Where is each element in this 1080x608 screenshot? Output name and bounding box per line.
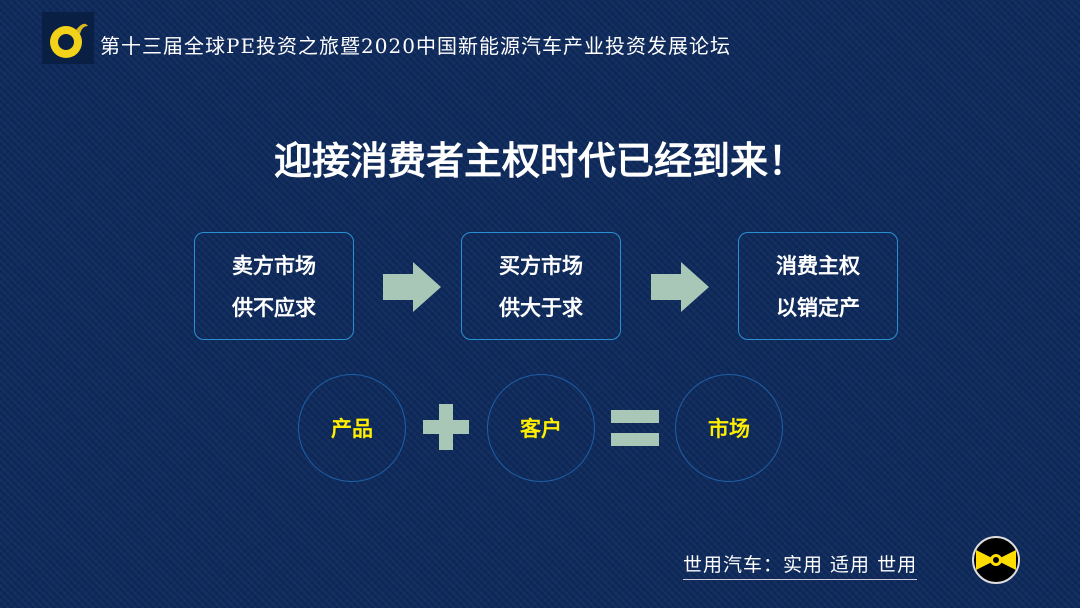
arrow-right-icon (383, 262, 441, 312)
footer-slogan: 世用汽车：实用 适用 世用 (683, 550, 918, 580)
forum-logo (42, 12, 94, 64)
circle-customer: 客户 (487, 374, 595, 482)
arrow-right-icon (651, 262, 709, 312)
flow-box-consumer-sovereignty: 消费主权以销定产 (738, 232, 898, 340)
company-logo-icon (972, 536, 1020, 584)
flow-box-seller-market: 卖方市场供不应求 (194, 232, 354, 340)
dragon-globe-icon (50, 23, 88, 58)
page-title: 迎接消费者主权时代已经到来！ (273, 139, 806, 183)
circle-product: 产品 (298, 374, 406, 482)
flow-line2: 以销定产 (776, 296, 860, 320)
flow-line2: 供大于求 (499, 296, 583, 320)
flow-line1: 卖方市场 (232, 254, 316, 278)
flow-box-buyer-market: 买方市场供大于求 (461, 232, 621, 340)
header-title: 第十三届全球PE投资之旅暨2020中国新能源汽车产业投资发展论坛 (100, 34, 731, 58)
flow-line1: 买方市场 (499, 254, 583, 278)
circle-market: 市场 (675, 374, 783, 482)
flow-line2: 供不应求 (232, 296, 316, 320)
flow-line1: 消费主权 (776, 254, 860, 278)
